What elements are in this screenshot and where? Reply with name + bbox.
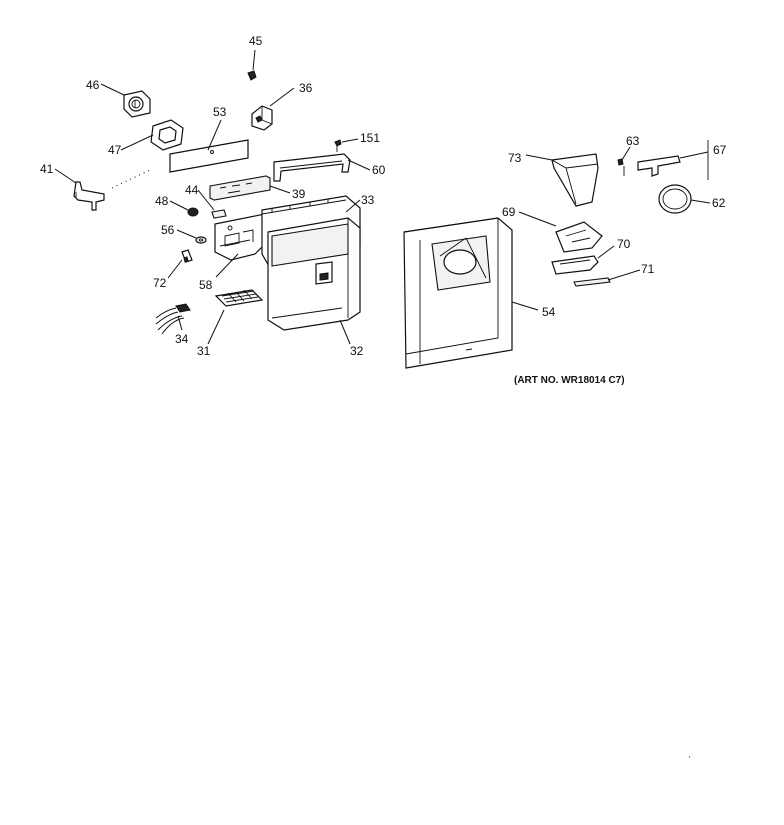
callout-54: 54 (542, 305, 556, 319)
part-72-switch (167, 249, 193, 279)
callout-53: 53 (213, 105, 227, 119)
part-36-bracket (251, 87, 295, 131)
callout-39: 39 (292, 187, 306, 201)
callout-71: 71 (641, 262, 655, 276)
part-39-board (209, 175, 291, 201)
part-151-screw (334, 138, 359, 152)
callout-151: 151 (360, 131, 380, 145)
callout-73: 73 (508, 151, 522, 165)
callout-48: 48 (155, 194, 169, 208)
callout-60: 60 (372, 163, 386, 177)
part-63-clip (617, 146, 631, 176)
part-34-wire-harness (155, 303, 191, 335)
art-number-caption: (ART NO. WR18014 C7) (514, 375, 625, 386)
callout-70: 70 (617, 237, 631, 251)
part-54-door-panel (403, 217, 539, 369)
callout-69: 69 (502, 205, 516, 219)
part-60-handle (273, 153, 371, 182)
callout-32: 32 (350, 344, 364, 358)
callout-41: 41 (40, 162, 54, 176)
part-62-gasket-ring (658, 184, 711, 214)
callout-67: 67 (713, 143, 727, 157)
part-73-chute-funnel (525, 153, 599, 207)
callout-33: 33 (361, 193, 375, 207)
callout-63: 63 (626, 134, 640, 148)
callout-45: 45 (249, 34, 263, 48)
part-44-block (197, 189, 227, 219)
part-47-frame (120, 119, 184, 151)
callout-46: 46 (86, 78, 100, 92)
callout-44: 44 (185, 183, 199, 197)
callout-62: 62 (712, 196, 726, 210)
part-46-housing (100, 83, 151, 118)
part-58-mechanism (214, 213, 266, 278)
callout-47: 47 (108, 143, 122, 157)
part-67-bracket (637, 140, 709, 180)
part-48-knob (169, 200, 199, 217)
part-32-dispenser-box (267, 217, 361, 345)
callout-58: 58 (199, 278, 213, 292)
part-70-lever (551, 245, 615, 275)
callout-31: 31 (197, 344, 211, 358)
callout-56: 56 (161, 223, 175, 237)
part-69-actuator (518, 211, 603, 253)
part-41-bracket (54, 168, 151, 211)
callout-36: 36 (299, 81, 313, 95)
callout-72: 72 (153, 276, 167, 290)
part-56-nut (176, 229, 207, 244)
callout-34: 34 (175, 332, 189, 346)
part-53-plate (169, 119, 249, 173)
part-45-clip (247, 49, 257, 81)
part-71-strip (573, 269, 641, 287)
part-31-drip-tray (207, 289, 264, 345)
